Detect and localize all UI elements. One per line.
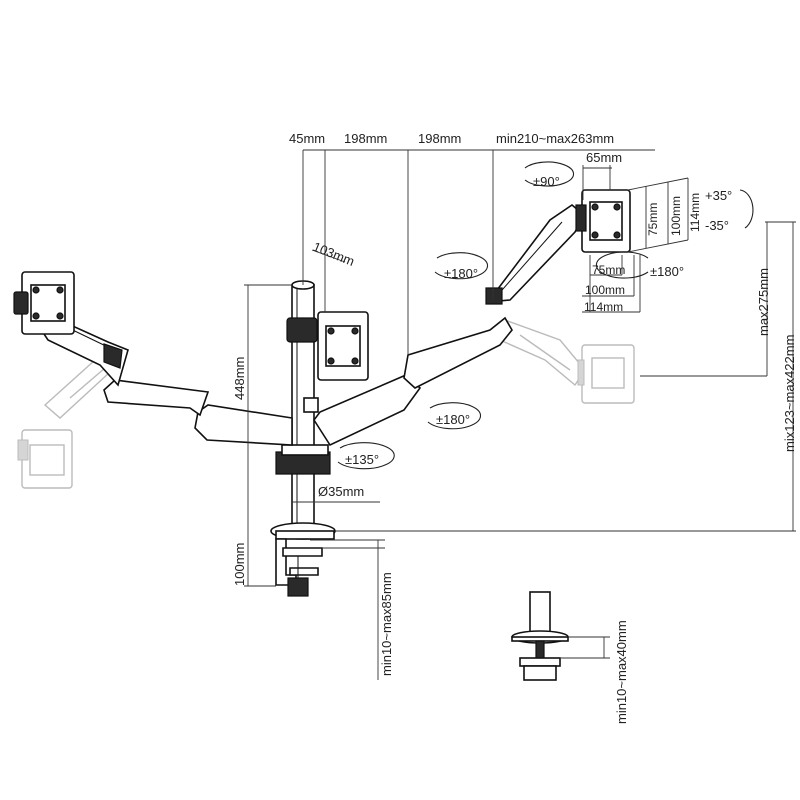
center-vesa-plate — [286, 311, 369, 413]
rot-tilt-plus: +35° — [705, 188, 732, 203]
dim-198-a: 198mm — [344, 131, 387, 146]
swivel-180-mid-arrow — [427, 402, 482, 430]
dim-vesa-75-h: 75mm — [646, 203, 660, 236]
swivel-90-arrow — [524, 161, 574, 187]
ghost-left-monitor-plate — [17, 429, 73, 489]
dim-198-b: 198mm — [418, 131, 461, 146]
rotate-180-vesa-arrow — [595, 251, 649, 279]
swivel-180-left-arrow — [434, 252, 489, 280]
dim-max-275: max275mm — [756, 268, 771, 336]
tilt-arrow — [739, 189, 754, 229]
dim-vesa-100-h: 100mm — [669, 196, 683, 236]
rot-swivel-180-left: ±180° — [444, 266, 478, 281]
dim-grommet-range: min10~max40mm — [614, 620, 629, 724]
dim-103: 103mm — [311, 239, 357, 269]
grommet-inset — [511, 591, 569, 681]
desk-clamp — [270, 522, 336, 597]
rotation-arrows — [337, 161, 754, 470]
right-vesa-plate — [575, 189, 631, 253]
swivel-135-arrow — [337, 442, 395, 470]
rot-rotate-180-vesa: ±180° — [650, 264, 684, 279]
dim-448: 448mm — [232, 357, 247, 400]
left-vesa-plate — [13, 271, 75, 335]
dim-vesa-100-w: 100mm — [585, 283, 625, 297]
ghost-left-arm — [43, 359, 112, 419]
dim-45: 45mm — [289, 131, 325, 146]
rot-swivel-90: ±90° — [533, 174, 560, 189]
dim-head-range: min210~max263mm — [496, 131, 614, 146]
rot-swivel-180-mid: ±180° — [436, 412, 470, 427]
rot-tilt-minus: -35° — [705, 218, 729, 233]
dim-vesa-114-h: 114mm — [688, 193, 702, 232]
right-arm — [313, 203, 586, 447]
dimension-lines — [244, 149, 796, 680]
dim-pole-diameter: Ø35mm — [318, 484, 364, 499]
base-collar — [275, 444, 331, 475]
dim-range-123-422: mix123~max422mm — [782, 335, 797, 452]
rot-swivel-135: ±135° — [345, 452, 379, 467]
dim-vesa-114-w: 114mm — [584, 300, 623, 314]
dim-clamp-100: 100mm — [232, 543, 247, 586]
dim-clamp-range: min10~max85mm — [379, 572, 394, 676]
dim-65: 65mm — [586, 150, 622, 165]
ghost-right-monitor-plate — [577, 344, 635, 404]
dim-vesa-75-w: 75mm — [592, 263, 625, 277]
